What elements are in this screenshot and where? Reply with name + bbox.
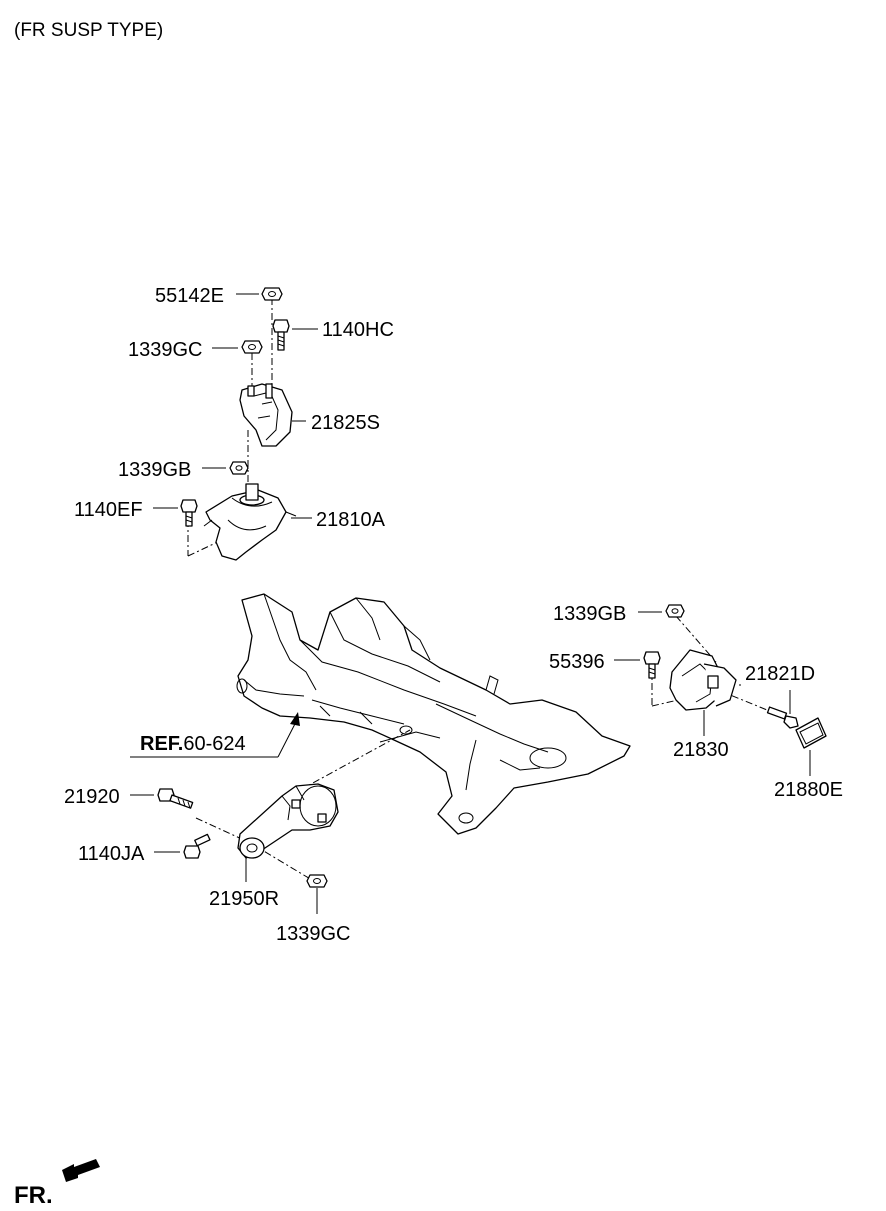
front-direction-label: FR. <box>14 1182 53 1209</box>
front-direction-arrow-icon <box>62 1159 100 1182</box>
bracket-21830[interactable] <box>669 649 737 711</box>
nut-55142e[interactable] <box>261 287 283 301</box>
reference-callout: REF.60-624 <box>130 712 300 758</box>
label-21880e[interactable]: 21880E <box>774 779 843 801</box>
label-1339gb-top[interactable]: 1339GB <box>118 459 191 481</box>
engine-mount-21810a[interactable] <box>203 483 297 561</box>
label-21950r[interactable]: 21950R <box>209 888 279 910</box>
nut-1339gb-right[interactable] <box>665 604 685 618</box>
transmission-mount-assembly: 1339GB 55396 21830 21821D <box>549 603 843 801</box>
nut-1339gb-top[interactable] <box>229 461 249 475</box>
label-1140ef[interactable]: 1140EF <box>74 499 143 521</box>
reference-label-bold: REF. <box>140 733 183 755</box>
nut-1339gc-top[interactable] <box>241 340 263 354</box>
label-1140hc[interactable]: 1140HC <box>322 319 394 341</box>
bolt-55396[interactable] <box>643 651 661 679</box>
reference-label[interactable]: REF.60-624 <box>140 733 246 755</box>
nut-1339gc-bottom[interactable] <box>306 874 328 888</box>
bracket-21825s[interactable] <box>239 383 293 447</box>
label-21810a[interactable]: 21810A <box>316 509 386 531</box>
cap-21880e[interactable] <box>795 717 827 749</box>
roll-rod-21950r[interactable] <box>237 783 339 859</box>
subframe-crossmember <box>236 593 631 835</box>
bolt-21821d[interactable] <box>766 706 799 729</box>
front-direction-marker: FR. <box>14 1159 100 1209</box>
label-21825s[interactable]: 21825S <box>311 412 380 434</box>
bolt-1140hc[interactable] <box>272 319 290 351</box>
label-1339gc-bottom[interactable]: 1339GC <box>276 923 351 945</box>
label-55142e[interactable]: 55142E <box>155 285 224 307</box>
roll-rod-assembly: 21920 1140JA 21950R 1339GC <box>64 729 411 945</box>
label-1339gb-right[interactable]: 1339GB <box>553 603 626 625</box>
reference-label-number: 60-624 <box>183 733 245 755</box>
label-1339gc-top[interactable]: 1339GC <box>128 339 203 361</box>
bolt-1140ja[interactable] <box>183 833 211 859</box>
bolt-21920[interactable] <box>157 788 194 809</box>
diagram-title: (FR SUSP TYPE) <box>14 20 163 41</box>
label-55396[interactable]: 55396 <box>549 651 605 673</box>
bolt-1140ef[interactable] <box>180 499 198 527</box>
upper-mount-assembly: 55142E 1140HC 1339GC 21825S <box>74 285 394 561</box>
label-21821d[interactable]: 21821D <box>745 663 815 685</box>
label-21920[interactable]: 21920 <box>64 786 120 808</box>
label-21830[interactable]: 21830 <box>673 739 729 761</box>
label-1140ja[interactable]: 1140JA <box>78 843 145 865</box>
